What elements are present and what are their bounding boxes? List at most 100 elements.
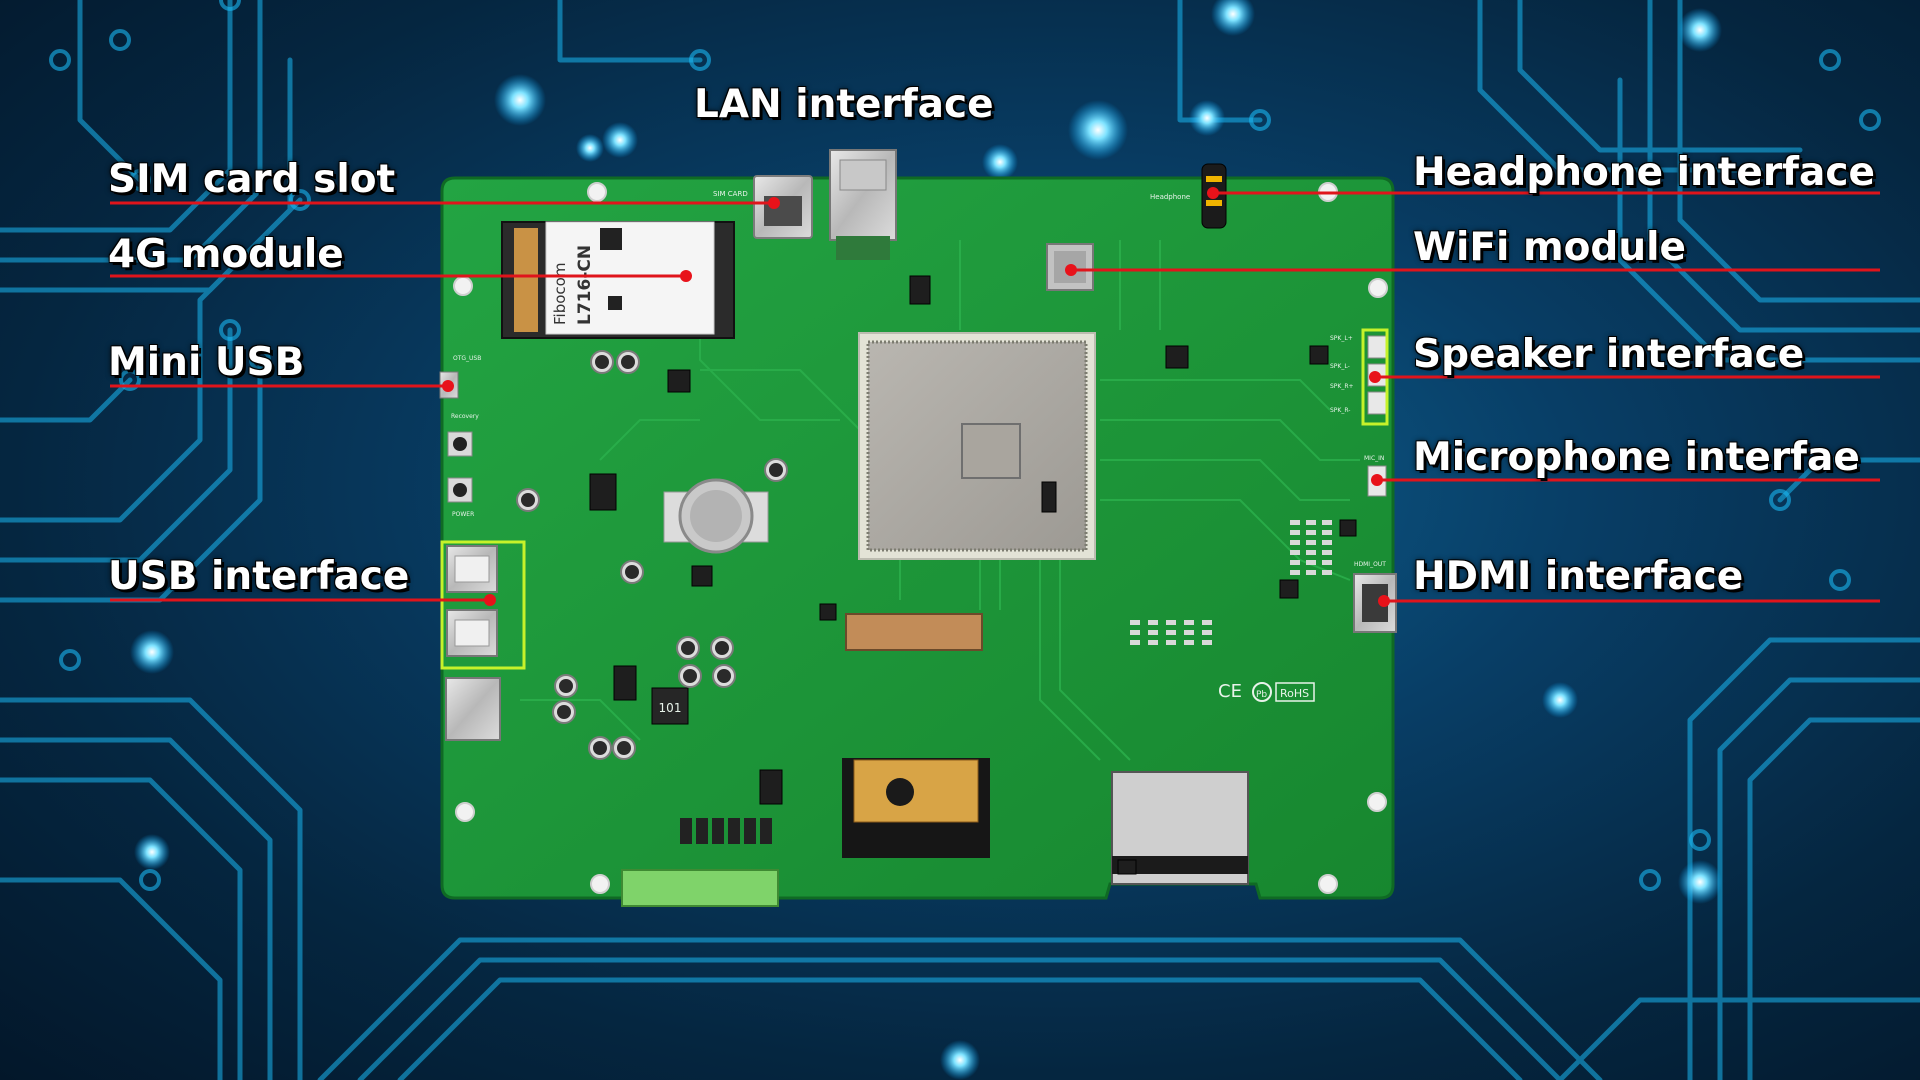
silk-spk-l-pos: SPK_L+ [1330, 335, 1353, 342]
smd-resistor-b-12 [1166, 640, 1176, 645]
smd-resistor-2 [1322, 520, 1332, 525]
glow-point-12 [1542, 682, 1578, 718]
circuit-pad-16 [59, 649, 81, 671]
lan-connector [829, 149, 897, 260]
circuit-pad-9 [49, 49, 71, 71]
silk-otg-usb: OTG_USB [453, 355, 481, 362]
smd-diode-5 [760, 818, 772, 844]
inductor-marking: 101 [659, 701, 682, 715]
small-ic-6 [759, 769, 783, 805]
glow-point-9 [1678, 860, 1722, 904]
circuit-trace-21 [1517, 0, 1803, 153]
fpc-connector-top [845, 613, 983, 651]
capacitor-top [625, 565, 639, 579]
smd-resistor-8 [1322, 540, 1332, 545]
silk-power: POWER [452, 511, 474, 518]
small-ic-5 [613, 665, 637, 701]
circuit-pad-8 [1769, 489, 1791, 511]
smd-resistor-b-4 [1202, 620, 1212, 625]
capacitor-5 [710, 636, 734, 660]
circuit-pad-15 [1689, 829, 1711, 851]
capacitor-top [769, 463, 783, 477]
glow-point-5 [1211, 0, 1255, 36]
cert-ce: CE [1218, 681, 1242, 702]
circuit-trace-9 [357, 957, 1563, 1080]
capacitor-top [557, 705, 571, 719]
small-ic-11 [819, 603, 837, 621]
pcb-trace-2 [1100, 379, 1331, 411]
smd-resistor-b-5 [1130, 630, 1140, 635]
smd-resistor-b-6 [1148, 630, 1158, 635]
circuit-pad-7 [1249, 109, 1271, 131]
circuit-pad-10 [109, 29, 131, 51]
inductor: 101 [651, 687, 689, 725]
capacitor-11 [612, 736, 636, 760]
smd-resistor-b-11 [1148, 640, 1158, 645]
smd-resistor-16 [1306, 570, 1316, 575]
circuit-trace-18 [557, 0, 703, 63]
circuit-pad-14 [1639, 869, 1661, 891]
smd-resistor-b-14 [1202, 640, 1212, 645]
smd-resistor-13 [1306, 560, 1316, 565]
smd-diode-3 [728, 818, 740, 844]
circuit-trace-17 [1747, 717, 1920, 1080]
circuit-trace-4 [0, 327, 233, 563]
glow-point-10 [1678, 8, 1722, 52]
pcb-trace-12 [599, 419, 700, 461]
circuit-trace-0 [0, 0, 233, 233]
smd-diode-2 [712, 818, 724, 844]
circuit-pad-5 [119, 369, 141, 391]
cert-pb: Pb [1256, 690, 1267, 700]
smd-resistor-b-8 [1184, 630, 1194, 635]
glow-point-3 [1068, 100, 1128, 160]
marker-sim [768, 197, 780, 209]
circuit-pads [49, 0, 1881, 891]
capacitor-1 [616, 350, 640, 374]
pcb-trace-3 [1100, 419, 1360, 461]
capacitor-top [681, 641, 695, 655]
soc-chip [858, 332, 1096, 560]
circuit-trace-8 [0, 777, 243, 1080]
usb-ports [446, 545, 498, 657]
circuit-trace-5 [0, 357, 263, 603]
circuit-pad-4 [129, 169, 151, 191]
silk-spk-r-pos: SPK_R+ [1330, 383, 1354, 390]
micro-sd-slot [445, 677, 501, 741]
smd-resistor-b-7 [1166, 630, 1176, 635]
capacitor-top [617, 741, 631, 755]
marker-mini-usb [442, 380, 454, 392]
marker-wifi [1065, 264, 1077, 276]
capacitor-9 [552, 700, 576, 724]
smd-resistor-b-10 [1130, 640, 1140, 645]
coin-cell-battery [663, 478, 769, 554]
marker-headphone [1207, 187, 1219, 199]
capacitor-2 [516, 488, 540, 512]
cert-rohs: RoHS [1280, 687, 1309, 700]
label-sim-card-slot: SIM card slot [108, 157, 396, 202]
capacitor-top [521, 493, 535, 507]
circuit-pad-13 [139, 869, 161, 891]
smd-resistor-10 [1306, 550, 1316, 555]
smd-resistor-5 [1322, 530, 1332, 535]
glow-point-4 [982, 144, 1018, 180]
circuit-trace-7 [0, 737, 273, 1080]
smd-resistor-b-1 [1148, 620, 1158, 625]
glow-points [130, 0, 1722, 1080]
label-4g-module: 4G module [108, 232, 344, 277]
smd-resistor-b-13 [1184, 640, 1194, 645]
small-ic-8 [1309, 345, 1329, 365]
capacitor-6 [678, 664, 702, 688]
smd-resistor-0 [1290, 520, 1300, 525]
label-mini-usb: Mini USB [108, 340, 305, 385]
capacitor-top [717, 669, 731, 683]
glow-point-7 [130, 630, 174, 674]
smd-diode-0 [680, 818, 692, 844]
marker-speaker [1369, 371, 1381, 383]
circuit-trace-10 [317, 937, 1603, 1080]
capacitor-7 [712, 664, 736, 688]
capacitor-3 [620, 560, 644, 584]
marker-usb [484, 594, 496, 606]
pcb-trace-11 [520, 699, 641, 741]
